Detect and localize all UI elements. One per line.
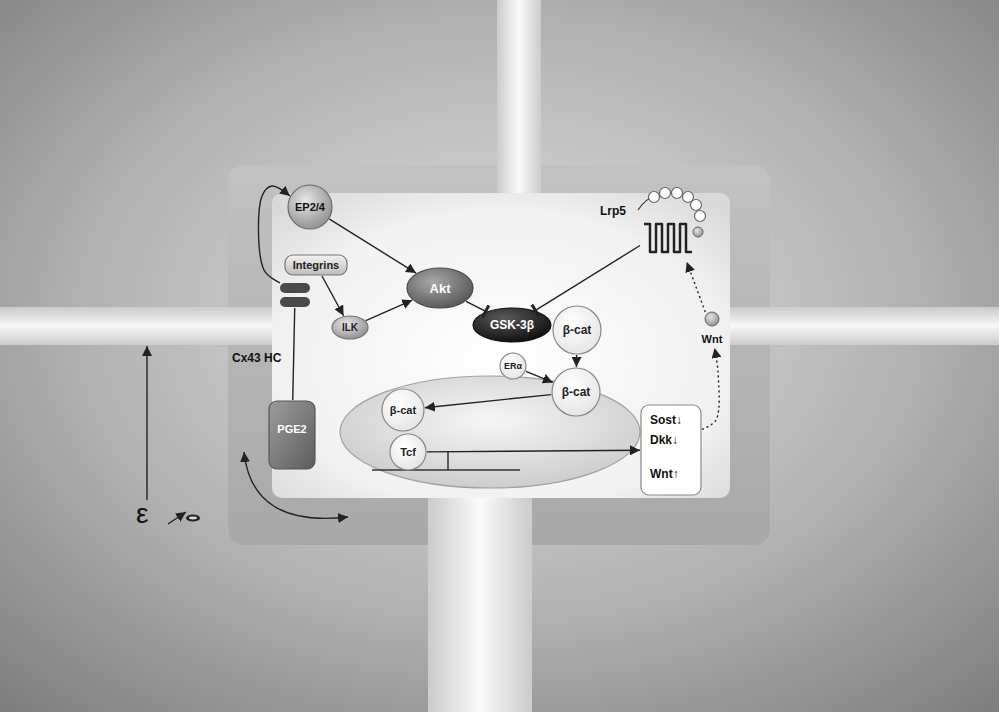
signal-arrow — [330, 219, 417, 273]
canaliculus — [428, 494, 532, 712]
shape-layer — [268, 400, 316, 470]
shape-outline — [390, 434, 426, 470]
propeller-bead — [672, 188, 683, 199]
signal-arrow — [427, 450, 640, 452]
ligand-ball — [705, 312, 719, 326]
node-label: Cx43 HC — [232, 352, 281, 364]
shape-outline — [288, 185, 332, 229]
shape-outline — [382, 389, 424, 431]
gene-box: Sost↓ Dkk↓ Wnt↑ — [640, 404, 702, 496]
integrin-box: Integrins — [284, 254, 348, 276]
symbol-label: ε — [136, 500, 148, 528]
shape-outline — [332, 316, 368, 339]
dna-strand — [372, 469, 520, 471]
hemichannel: Cx43 HC — [280, 282, 310, 308]
signal-arrow — [466, 301, 486, 311]
receptor-circle: EP2/4 — [287, 184, 333, 230]
signal-arrow — [576, 355, 578, 367]
lacuna-space — [228, 165, 770, 545]
node-label: EP2/4 — [295, 202, 325, 213]
signal-arrow — [687, 262, 706, 312]
node-label: ERα — [504, 362, 522, 371]
shape-outline — [500, 353, 526, 379]
shape-layer — [280, 282, 310, 308]
signal-arrow — [258, 186, 289, 283]
signal-arrow — [366, 300, 412, 320]
node-label: β-cat — [563, 324, 592, 336]
strain-arrow — [146, 346, 147, 500]
node-label: Wnt↑ — [650, 468, 679, 480]
shape-outline — [552, 368, 600, 416]
fluid-symbol — [189, 517, 197, 520]
shape-outline — [407, 268, 473, 308]
bound-ligand — [693, 227, 703, 237]
node-label: Akt — [430, 282, 451, 295]
fluid-symbol — [186, 514, 200, 521]
node-label: Wnt — [702, 333, 723, 344]
node-label: Integrins — [293, 260, 339, 271]
kinase-ellipse: GSK-3β — [472, 307, 552, 343]
propeller-bead — [660, 188, 671, 199]
receptor-complex: Lrp5 — [640, 188, 706, 262]
shape-outline — [473, 308, 551, 342]
canaliculus — [0, 307, 276, 345]
shape-outline — [285, 255, 347, 275]
node-label: Lrp5 — [600, 205, 626, 217]
channel-bar — [280, 283, 310, 293]
node-label: Tcf — [400, 447, 416, 458]
signal-arrow — [526, 371, 553, 382]
signal-arrow — [535, 245, 640, 310]
node-label: β-cat — [562, 386, 591, 398]
protein-circle: Tcf — [389, 433, 427, 471]
signal-arrow — [322, 276, 344, 316]
signal-arrow — [293, 308, 295, 400]
protein-circle: β-cat — [381, 388, 425, 432]
kinase-ellipse: ILK — [331, 315, 369, 340]
propeller-bead — [691, 200, 702, 211]
node-label: ILK — [342, 323, 358, 333]
shape-outline — [641, 405, 701, 495]
node-label: Dkk↓ — [650, 434, 678, 446]
shape-outline — [553, 306, 601, 354]
promoter-mark — [447, 451, 449, 470]
kinase-ellipse: Akt — [406, 267, 474, 309]
channel-bar — [280, 297, 310, 307]
node-label: Sost↓ — [650, 414, 682, 426]
shape-layer — [640, 188, 706, 262]
node-label: GSK-3β — [490, 319, 534, 331]
ligand: Wnt — [697, 312, 727, 348]
cell-body — [272, 193, 730, 498]
mediator-box: PGE2 — [268, 400, 316, 470]
canaliculus — [497, 0, 541, 197]
serpentine-receptor — [644, 224, 692, 252]
flow-arrow — [168, 512, 186, 524]
protein-circle: β-cat — [552, 305, 602, 355]
propeller-bead — [649, 192, 660, 203]
node-label: β-cat — [390, 405, 416, 416]
shape-outline — [269, 401, 315, 469]
receptor-circle: ERα — [499, 352, 527, 380]
propeller-bead — [695, 211, 706, 222]
node-label: PGE2 — [277, 424, 306, 435]
signal-arrow — [702, 348, 719, 429]
canaliculus — [726, 307, 999, 345]
signal-arrow — [425, 395, 551, 408]
protein-circle: β-cat — [551, 367, 601, 417]
